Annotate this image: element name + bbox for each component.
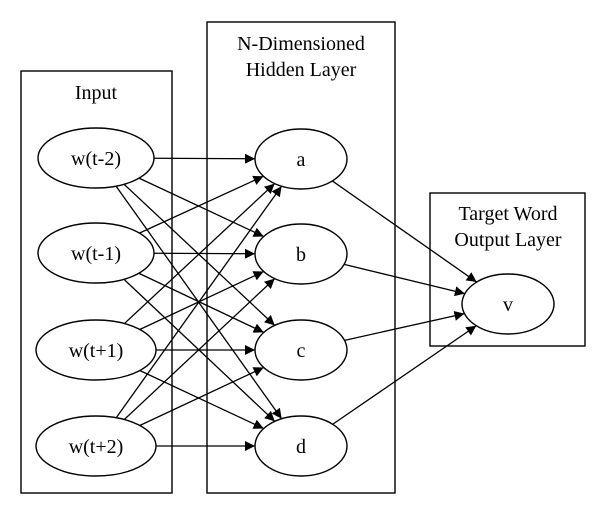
output-layer-cluster — [429, 192, 586, 347]
hidden-layer-title-line1: N-Dimensioned — [237, 33, 365, 55]
node-d-ellipse — [254, 415, 348, 477]
output-layer-title-line1: Target Word — [458, 203, 557, 225]
edge-wm1-to-a — [139, 175, 264, 234]
node-a-label: a — [297, 149, 306, 171]
edge-wp1-to-b — [139, 270, 264, 331]
node-v-label: v — [503, 294, 513, 316]
node-d: d — [254, 415, 348, 477]
edge-wp2-to-a — [115, 185, 283, 419]
node-wp1: w(t+1) — [35, 319, 157, 381]
node-wm2-ellipse — [37, 127, 155, 189]
node-wp2-label: w(t+2) — [69, 436, 124, 458]
nodes: w(t-2) w(t-1) w(t+1) w(t+2) a b c d v — [35, 127, 555, 477]
node-c: c — [254, 319, 348, 381]
input-cluster — [20, 70, 173, 494]
node-wm2-label: w(t-2) — [71, 148, 121, 170]
node-b-label: b — [296, 244, 306, 266]
node-c-label: c — [297, 340, 306, 362]
node-b-ellipse — [254, 223, 348, 285]
output-layer-title-line2: Output Layer — [454, 229, 562, 251]
edge-wp1-to-d — [139, 369, 264, 430]
node-c-ellipse — [254, 319, 348, 381]
edge-c-to-v — [344, 310, 465, 341]
node-d-label: d — [296, 436, 306, 458]
node-wm1-ellipse — [37, 222, 155, 284]
hidden-layer-cluster — [206, 21, 396, 494]
input-cluster-title: Input — [75, 82, 118, 104]
node-b: b — [254, 223, 348, 285]
edge-d-to-v — [332, 325, 477, 425]
node-wp1-label: w(t+1) — [69, 340, 124, 362]
edge-wp2-to-c — [139, 366, 264, 427]
node-wm1: w(t-1) — [37, 222, 155, 284]
node-v: v — [461, 273, 555, 335]
edge-wp2-to-b — [123, 278, 276, 421]
node-wm1-label: w(t-1) — [71, 243, 121, 265]
edge-wp1-to-a — [123, 183, 276, 325]
edge-b-to-v — [343, 263, 466, 297]
node-wp2: w(t+2) — [35, 415, 157, 477]
edge-wm2-to-b — [138, 177, 264, 238]
edges — [115, 153, 478, 451]
edge-wm1-to-c — [138, 272, 265, 333]
node-wp1-ellipse — [35, 319, 157, 381]
node-a-ellipse — [254, 128, 348, 190]
node-wm2: w(t-2) — [37, 127, 155, 189]
node-a: a — [254, 128, 348, 190]
node-wp2-ellipse — [35, 415, 157, 477]
hidden-layer-title-line2: Hidden Layer — [246, 59, 357, 81]
edge-a-to-v — [331, 180, 478, 283]
node-v-ellipse — [461, 273, 555, 335]
